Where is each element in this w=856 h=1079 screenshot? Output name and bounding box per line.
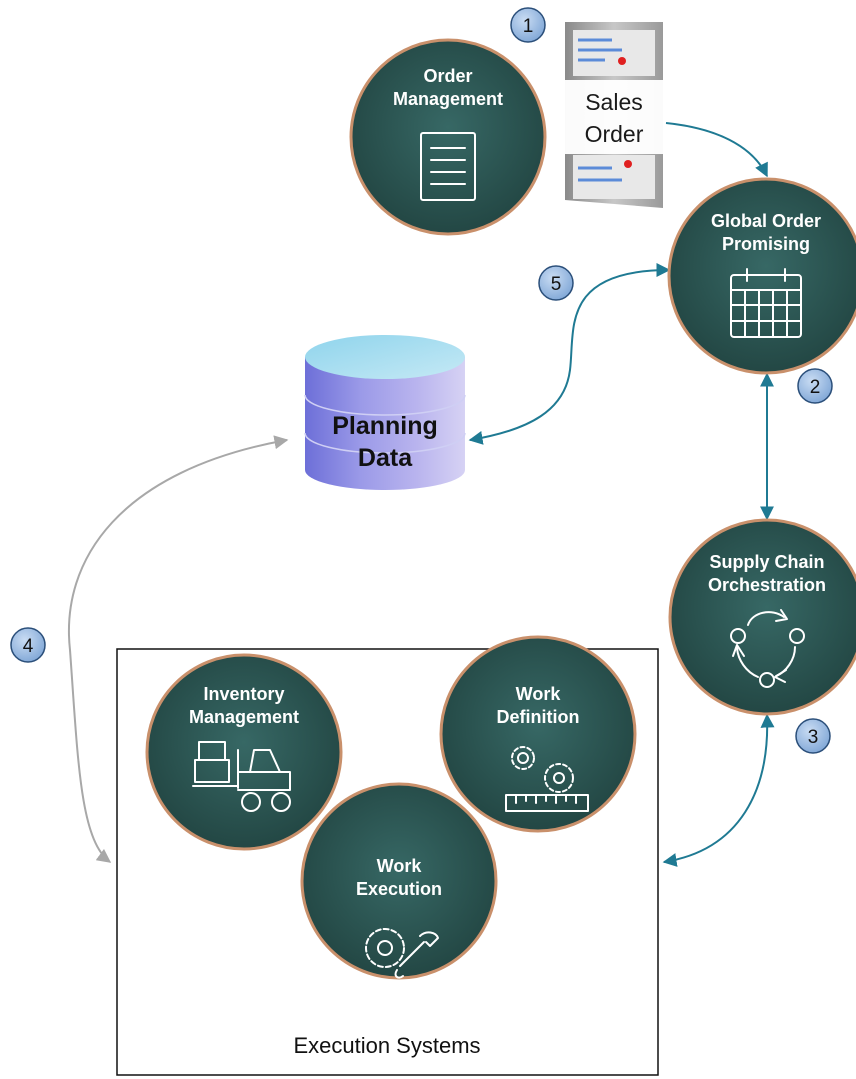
work-execution-node: Work Execution (300, 782, 498, 980)
work-execution-label-line2: Execution (356, 879, 442, 899)
planning-data-label-line1: Planning (332, 412, 438, 440)
order-management-label-line1: Order (423, 66, 472, 86)
svg-text:1: 1 (523, 16, 534, 37)
work-definition-label-line1: Work (516, 684, 562, 704)
forklift-icon (192, 741, 291, 812)
arrow-sales-order-to-gop (665, 122, 768, 178)
svg-text:4: 4 (23, 636, 34, 657)
calendar-icon (730, 268, 802, 338)
connectors (68, 122, 775, 867)
supply-chain-orchestration-node: Supply Chain Orchestration (668, 518, 856, 716)
step-badge-2: 2 (797, 368, 833, 404)
svg-text:5: 5 (551, 274, 562, 295)
gop-label-line1: Global Order (711, 211, 821, 231)
inventory-label-line2: Management (189, 707, 299, 727)
inventory-label-line1: Inventory (203, 684, 284, 704)
step-badge-5: 5 (538, 265, 574, 301)
global-order-promising-node: Global Order Promising (667, 177, 856, 375)
step-badge-1: 1 (510, 7, 546, 43)
step-badge-3: 3 (795, 718, 831, 754)
planning-data-database: Planning Data (304, 335, 466, 490)
execution-systems-label: Execution Systems (293, 1033, 480, 1058)
order-management-label-line2: Management (393, 89, 503, 109)
arrow-gop-planning-data (468, 263, 671, 445)
cycle-icon (730, 609, 805, 688)
document-icon (420, 132, 476, 201)
gears-ruler-icon (505, 746, 589, 812)
sco-label-line2: Orchestration (708, 575, 826, 595)
gop-label-line2: Promising (722, 234, 810, 254)
work-definition-node: Work Definition (439, 635, 637, 833)
work-execution-label-line1: Work (377, 856, 423, 876)
sales-order-label-line1: Sales (585, 89, 643, 115)
work-definition-label-line2: Definition (497, 707, 580, 727)
svg-text:2: 2 (810, 377, 821, 398)
gear-wrench-icon (365, 928, 439, 979)
order-management-node: Order Management (349, 38, 547, 236)
arrow-planning-data-execution (68, 435, 289, 863)
planning-data-label-line2: Data (358, 444, 413, 472)
sales-order-label-line2: Order (585, 121, 644, 147)
sales-order-document: Sales Order (563, 22, 665, 208)
svg-text:3: 3 (808, 727, 819, 748)
sco-label-line1: Supply Chain (709, 552, 824, 572)
inventory-management-node: Inventory Management (145, 653, 343, 851)
arrow-sco-execution (662, 713, 775, 867)
step-badge-4: 4 (10, 627, 46, 663)
